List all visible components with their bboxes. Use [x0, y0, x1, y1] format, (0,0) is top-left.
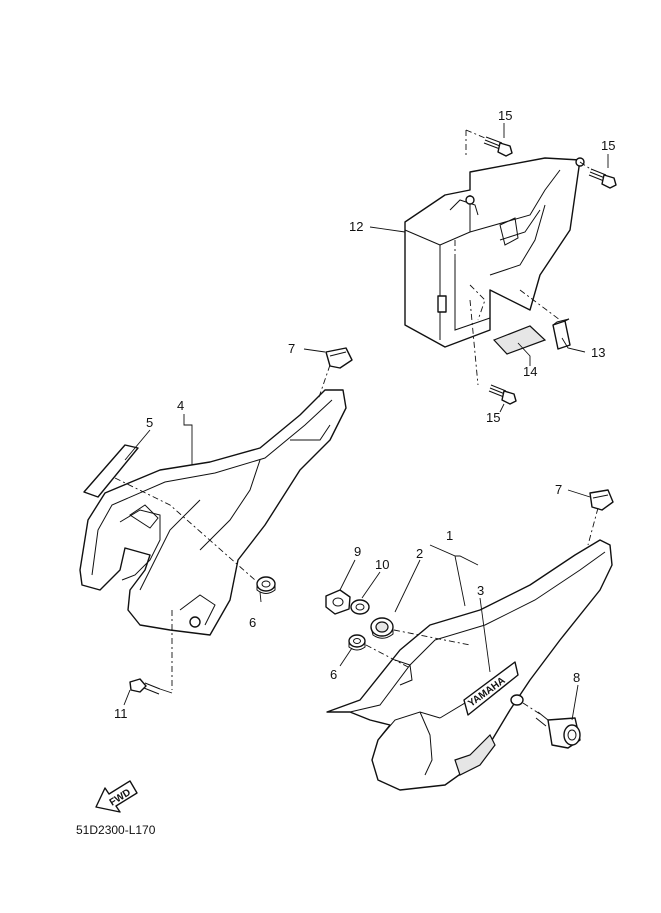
label-part-5: 5	[146, 415, 153, 430]
install-line-13	[519, 289, 561, 321]
grommet-right	[348, 634, 366, 651]
install-line-6-right	[365, 644, 411, 669]
bolt-11	[129, 678, 173, 695]
label-part-7-right: 7	[555, 482, 562, 497]
install-line-2	[393, 629, 471, 646]
label-part-7-left: 7	[288, 341, 295, 356]
label-part-2: 2	[416, 546, 423, 561]
part-labels: 15 15 12 13 14 15 7 4 5 7 1 9 2 10 3 6 6…	[114, 108, 615, 721]
battery-box	[404, 157, 585, 348]
install-line-15-right	[579, 161, 593, 171]
damper-left	[325, 347, 353, 369]
fwd-arrow: FWD	[95, 780, 138, 813]
label-part-11: 11	[114, 706, 128, 721]
install-line-7-right	[587, 507, 599, 546]
label-part-10: 10	[375, 557, 389, 572]
label-part-4: 4	[177, 398, 184, 413]
label-part-9: 9	[354, 544, 361, 559]
install-line-15-top	[465, 129, 486, 155]
label-part-1: 1	[446, 528, 453, 543]
label-part-6-right: 6	[330, 667, 337, 682]
label-part-15-top: 15	[498, 108, 512, 123]
label-part-6-left: 6	[249, 615, 256, 630]
label-part-14: 14	[523, 364, 537, 379]
battery-band-pad	[552, 318, 571, 350]
label-part-13: 13	[591, 345, 605, 360]
label-part-3: 3	[477, 583, 484, 598]
diagram-code: 51D2300-L170	[76, 823, 156, 837]
right-side-cover	[326, 539, 613, 791]
washer	[350, 599, 370, 615]
bolt-15-bottom	[488, 384, 517, 405]
grommet-left	[256, 576, 276, 594]
install-line-7-left	[317, 364, 331, 401]
install-line-15-bottom	[469, 299, 479, 386]
label-part-8: 8	[573, 670, 580, 685]
battery-sheet	[492, 325, 547, 355]
label-part-15-bottom: 15	[486, 410, 500, 425]
decal	[83, 444, 139, 498]
nut	[325, 589, 351, 615]
bolt-15-top	[483, 136, 513, 157]
bolt-15-right	[588, 168, 617, 189]
left-side-cover	[79, 389, 347, 636]
install-line-6-left	[114, 477, 256, 581]
label-part-15-right: 15	[601, 138, 615, 153]
leader-lines	[123, 123, 609, 721]
damper-right	[589, 489, 614, 511]
seat-lock	[510, 694, 581, 749]
install-line-8	[522, 702, 541, 715]
label-part-12: 12	[349, 219, 363, 234]
collar	[370, 617, 394, 639]
